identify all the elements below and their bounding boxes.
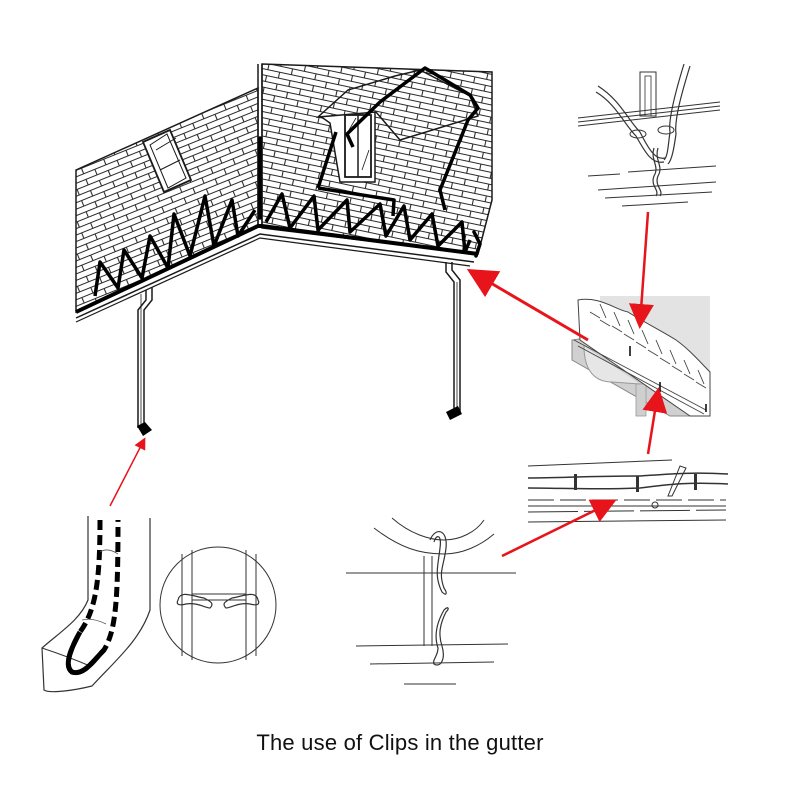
gutter-clips-row-panel: [527, 459, 729, 523]
gutter-edge: [75, 233, 475, 319]
right-downpipe: [445, 262, 462, 420]
arrow-row-to-edge: [642, 387, 668, 455]
arrow-shook-to-row: [501, 499, 617, 558]
circle-detail-panel: [159, 546, 277, 664]
heating-cable-left: [93, 194, 257, 297]
dormer-icon: [315, 66, 480, 217]
arrow-downpipe-to-house: [109, 437, 146, 507]
left-downpipe: [137, 287, 153, 436]
skylight-window-icon: [141, 128, 193, 194]
arrow-edge-to-house: [466, 268, 589, 342]
clip-hook-top-panel: [577, 63, 721, 207]
downpipe-cable-panel: [41, 516, 151, 693]
gutter-roof-edge-panel: [571, 296, 711, 417]
house-roof-panel: [75, 63, 493, 436]
arrows: [109, 211, 668, 558]
arrow-hook-to-edge: [628, 211, 654, 329]
diagram-caption: The use of Clips in the gutter: [256, 730, 544, 755]
heating-cable-right: [264, 192, 472, 254]
s-hook-detail-panel: [346, 517, 516, 685]
